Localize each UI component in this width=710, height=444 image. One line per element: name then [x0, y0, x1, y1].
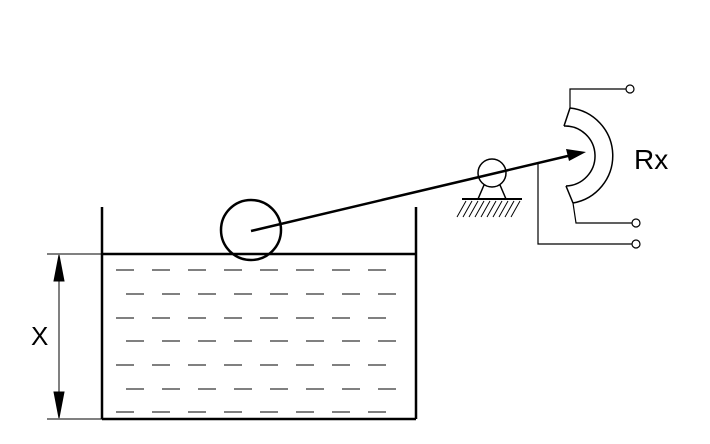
lever-line	[250, 153, 573, 233]
lever-arrowhead	[566, 149, 586, 161]
resistor-bottom-cap	[565, 185, 574, 204]
terminals	[625, 84, 641, 249]
pivot-leg-right	[499, 184, 507, 200]
float-ball	[219, 198, 283, 262]
wire-top-terminal	[569, 88, 626, 108]
hatch-line	[480, 200, 491, 218]
hatch-line	[462, 200, 473, 218]
hatch-line	[504, 200, 515, 218]
resistor-rx	[563, 107, 614, 204]
liquid	[116, 269, 396, 413]
resistor-label: Rx	[634, 144, 668, 175]
pivot	[456, 158, 522, 218]
hatch-line	[486, 200, 497, 218]
resistor-inner-arc	[563, 125, 596, 187]
dimension-arrow-up	[53, 254, 65, 282]
hatch-line	[456, 200, 467, 218]
dimension-arrow-down	[53, 391, 65, 419]
lever-arm	[250, 149, 586, 233]
hatch-line	[492, 200, 503, 218]
tank	[100, 207, 418, 421]
level-label: X	[31, 321, 48, 351]
hatch-line	[498, 200, 509, 218]
terminal-top	[625, 84, 635, 94]
wire-bottom-terminal	[572, 202, 632, 224]
resistor-top-cap	[563, 107, 571, 127]
pivot-circle	[477, 158, 507, 188]
wire-wiper	[537, 164, 632, 245]
hatch-line	[510, 200, 521, 218]
level-dimension	[47, 253, 102, 420]
pivot-hatching	[456, 200, 521, 218]
terminal-middle	[631, 218, 641, 228]
hatch-line	[468, 200, 479, 218]
wiring	[537, 88, 632, 245]
resistor-outer-arc	[569, 107, 614, 204]
hatch-line	[474, 200, 485, 218]
terminal-bottom	[631, 239, 641, 249]
pivot-leg-left	[477, 184, 485, 200]
